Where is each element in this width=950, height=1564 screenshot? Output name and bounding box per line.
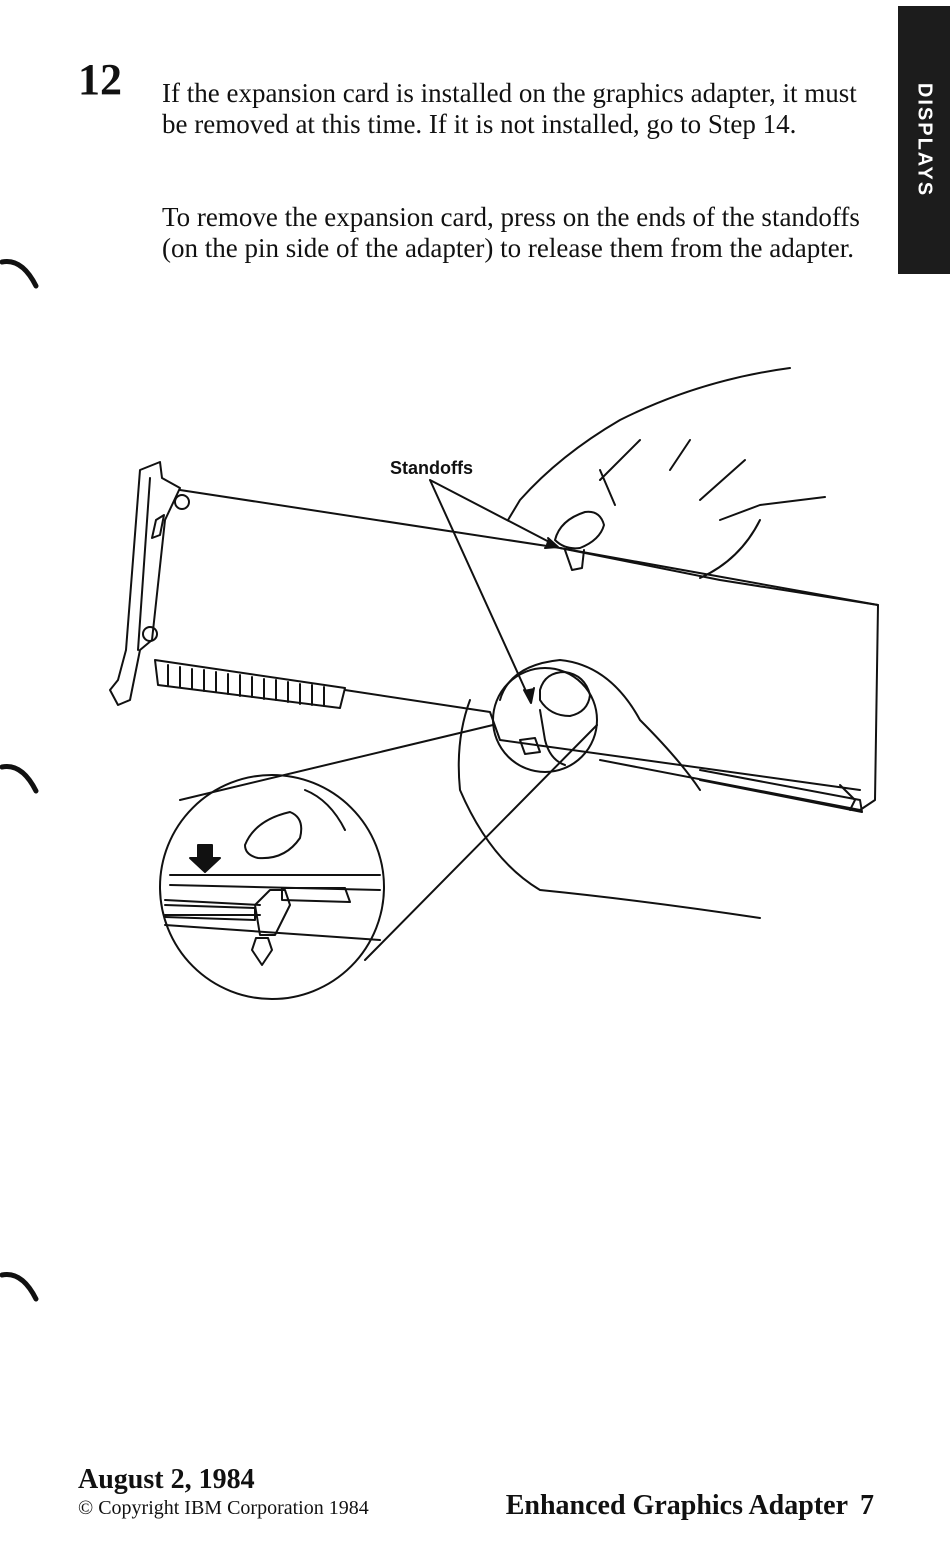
step-instruction-paragraph: If the expansion card is installed on th… [162, 78, 857, 139]
footer-document-title: Enhanced Graphics Adapter 7 [506, 1490, 874, 1522]
section-tab-label: DISPLAYS [913, 82, 936, 198]
footer-date: August 2, 1984 [78, 1464, 255, 1495]
detail-zoom-circle [159, 774, 385, 1000]
top-standoff [564, 549, 585, 571]
edge-connector [154, 659, 346, 709]
magnifier-highlight [492, 667, 598, 773]
standoffs-callout-label: Standoffs [390, 458, 473, 478]
down-arrow-icon [189, 844, 221, 873]
adapter-board [179, 489, 879, 811]
section-tab: DISPLAYS [898, 6, 950, 274]
step-number: 12 [78, 55, 122, 104]
page-number: 7 [860, 1490, 874, 1521]
footer-title-text: Enhanced Graphics Adapter [505, 1490, 848, 1521]
upper-hand [507, 367, 826, 579]
lower-hand [457, 659, 761, 919]
expansion-card-removal-illustration [109, 367, 879, 1000]
margin-punch-mark [0, 764, 39, 794]
removal-instruction-paragraph: To remove the expansion card, press on t… [162, 202, 860, 263]
callout-arrow [429, 479, 556, 701]
card-bracket [109, 461, 181, 706]
margin-punch-mark [0, 1272, 39, 1302]
footer-copyright: © Copyright IBM Corporation 1984 [78, 1497, 369, 1519]
margin-punch-mark [0, 259, 39, 289]
